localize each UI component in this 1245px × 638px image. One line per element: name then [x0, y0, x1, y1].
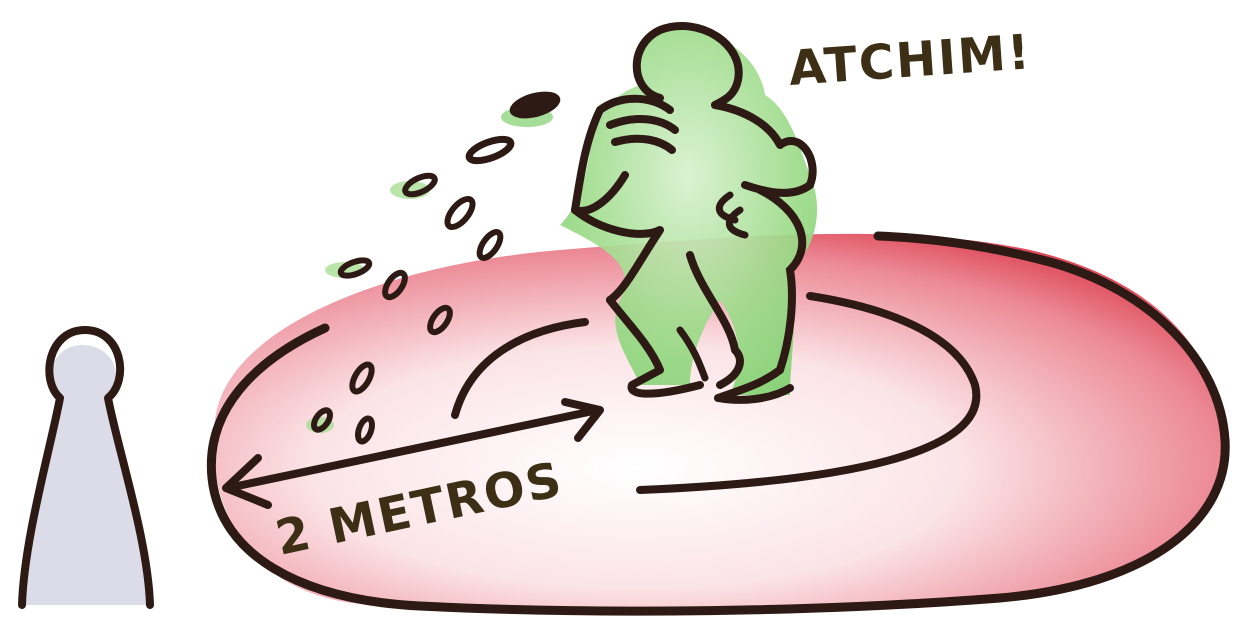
- droplet-icon: [325, 257, 371, 279]
- bystander-person-icon: [22, 330, 150, 605]
- droplet-icon: [476, 229, 505, 262]
- droplet-icon: [443, 195, 477, 231]
- droplet-icon: [467, 135, 514, 165]
- exclamation-label: ATCHIM!: [787, 24, 1033, 97]
- droplet-icon: [501, 87, 563, 127]
- droplet-icon: [390, 172, 437, 199]
